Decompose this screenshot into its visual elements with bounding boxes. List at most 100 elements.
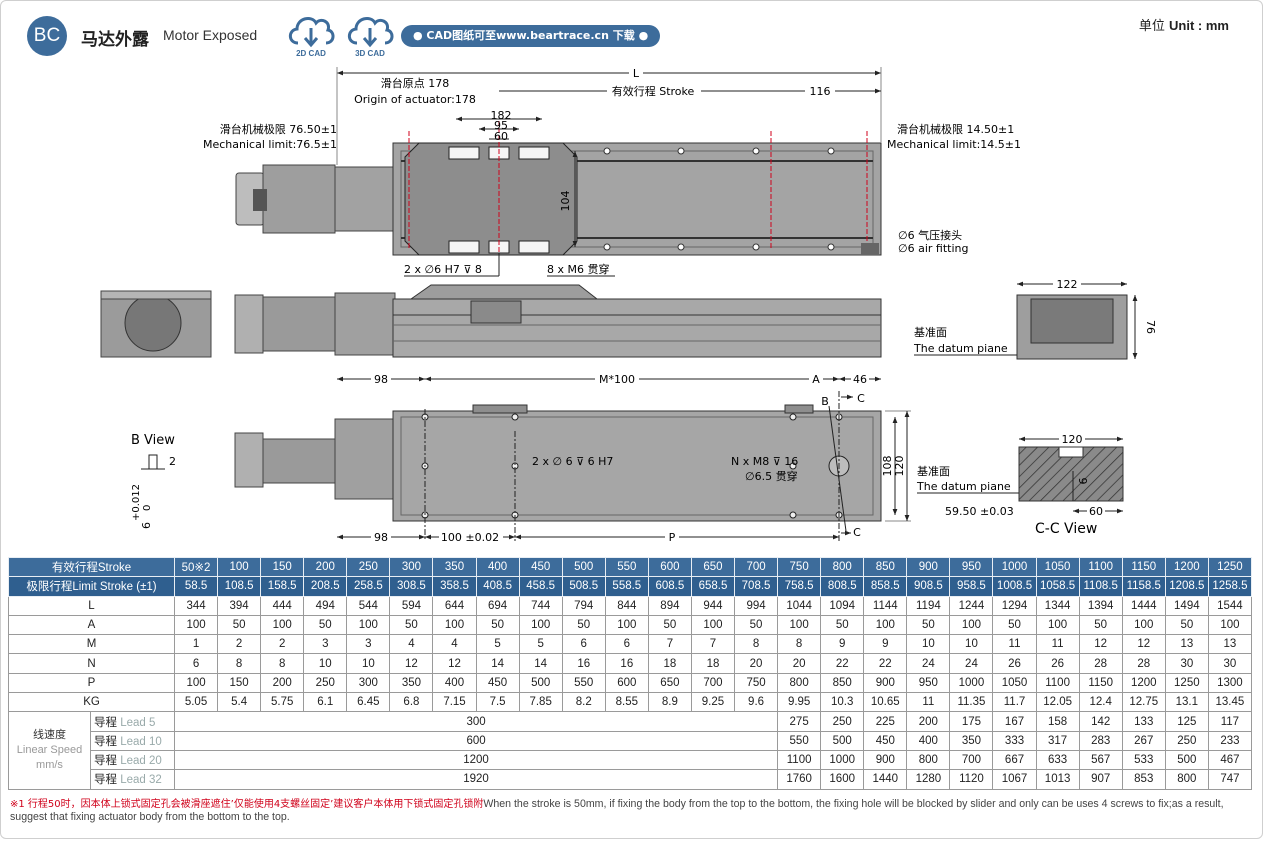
table-cell: 10 — [346, 653, 391, 674]
speed-cell: 800 — [906, 749, 951, 771]
stroke-cell: 1100 — [1078, 556, 1123, 578]
actuator-body-bottom — [392, 410, 882, 522]
table-cell: 1094 — [820, 595, 865, 616]
table-cell: 24 — [906, 653, 951, 674]
end-view: 122 76 基准面 The datum piane — [913, 277, 1157, 360]
cc-view: 120 6 基准面 The datum piane 59.50 ±0.03 60… — [916, 432, 1124, 537]
stroke-cell: 550 — [604, 556, 649, 578]
speed-cell: 142 — [1078, 711, 1123, 732]
limit-cell: 458.5 — [518, 576, 563, 597]
table-cell: 1544 — [1207, 595, 1252, 616]
cloud-download-icon — [288, 16, 335, 48]
table-cell: 6.8 — [389, 692, 434, 713]
limit-cell: 758.5 — [777, 576, 822, 597]
stroke-cell: 850 — [863, 556, 908, 578]
table-cell: 5.05 — [173, 692, 219, 713]
limit-cell: 208.5 — [303, 576, 348, 597]
lead-label: 导程 Lead 10 — [90, 730, 175, 751]
motor-flange — [262, 164, 336, 234]
table-cell: 50 — [734, 614, 779, 636]
lead-en: Lead 5 — [120, 716, 156, 729]
table-cell: 8 — [777, 634, 822, 655]
speed-cell: 567 — [1078, 749, 1123, 771]
table-cell: 50 — [475, 614, 520, 636]
cloud-download-icon — [347, 16, 394, 48]
table-cell: 150 — [217, 672, 262, 694]
thread-M8-label: N x M8 ⊽ 16 — [731, 455, 798, 468]
table-cell: 26 — [992, 653, 1037, 674]
limit-cell: 1258.5 — [1207, 576, 1252, 597]
limit-cell: 308.5 — [389, 576, 434, 597]
table-cell: 1194 — [906, 595, 951, 616]
table-cell: 100 — [173, 614, 219, 636]
speed-cell: 853 — [1121, 769, 1166, 790]
table-cell: 10 — [906, 634, 951, 655]
dim-104: 104 — [559, 191, 572, 212]
table-cell: 20 — [777, 653, 822, 674]
stroke-label: 有效行程 Stroke — [612, 84, 695, 98]
table-cell: 544 — [346, 595, 391, 616]
table-cell: 10.3 — [820, 692, 865, 713]
dim-P: P — [669, 531, 676, 544]
through-hole-label: ∅6.5 贯穿 — [745, 469, 798, 483]
table-cell: 6.45 — [346, 692, 391, 713]
stroke-cell: 250 — [346, 556, 391, 578]
dim-M100: M*100 — [599, 373, 635, 386]
stroke-cell: 400 — [475, 556, 520, 578]
cc-dim-60: 60 — [1089, 505, 1103, 518]
speed-cell: 1000 — [820, 749, 865, 771]
cc-view-title: C-C View — [1035, 521, 1097, 537]
table-cell: 1300 — [1207, 672, 1252, 694]
row-label: M — [8, 634, 175, 655]
cad-3d-download[interactable]: 3D CAD — [344, 9, 396, 59]
table-cell: 350 — [389, 672, 434, 694]
table-cell: 900 — [863, 672, 908, 694]
table-cell: 1044 — [777, 595, 822, 616]
row-label: L — [8, 595, 175, 616]
limit-cell: 1008.5 — [992, 576, 1037, 597]
table-cell: 100 — [173, 672, 219, 694]
table-cell: 494 — [303, 595, 348, 616]
table-cell: 5.4 — [217, 692, 262, 713]
stroke-label: 有效行程Stroke — [8, 556, 175, 578]
table-cell: 750 — [734, 672, 779, 694]
table-cell: 13 — [1164, 634, 1209, 655]
cad-2d-download[interactable]: 2D CAD — [285, 9, 337, 59]
limit-cell: 708.5 — [734, 576, 779, 597]
dim-60: 60 — [494, 130, 508, 143]
table-cell: 9.95 — [777, 692, 822, 713]
table-cell: 11 — [992, 634, 1037, 655]
table-cell: 12 — [389, 653, 434, 674]
stroke-cell: 1050 — [1035, 556, 1080, 578]
row-label: N — [8, 653, 175, 674]
title-english: Motor Exposed — [163, 27, 258, 43]
cad-download-link[interactable]: ● CAD图纸可至www.beartrace.cn 下载 ● — [401, 25, 661, 47]
lead-label: 导程 Lead 5 — [90, 711, 175, 732]
table-cell: 12.75 — [1121, 692, 1166, 713]
speed-cell: 225 — [863, 711, 908, 732]
table-cell: 1100 — [1035, 672, 1080, 694]
series-badge: BC — [27, 16, 67, 56]
speed-cell: 800 — [1164, 769, 1209, 790]
speed-cell: 500 — [820, 730, 865, 751]
section-C-bottom: C — [853, 526, 861, 539]
limit-label: 极限行程Limit Stroke (±1) — [8, 576, 175, 597]
table-cell: 100 — [604, 614, 649, 636]
table-cell: 594 — [389, 595, 434, 616]
table-cell: 7.85 — [518, 692, 563, 713]
table-cell: 8 — [734, 634, 779, 655]
air-fitting-cn: ∅6 气压接头 — [898, 228, 962, 242]
limit-cell: 808.5 — [820, 576, 865, 597]
table-cell: 28 — [1121, 653, 1166, 674]
limit-cell: 508.5 — [561, 576, 606, 597]
table-cell: 50 — [647, 614, 692, 636]
table-cell: 11 — [1035, 634, 1080, 655]
stroke-cell: 50※2 — [173, 556, 219, 578]
speed-cell: 1600 — [820, 769, 865, 790]
stroke-cell: 1000 — [992, 556, 1037, 578]
dim-100-tol: 100 ±0.02 — [441, 531, 499, 544]
dim-98-top: 98 — [374, 373, 388, 386]
speed-cell: 1440 — [863, 769, 908, 790]
